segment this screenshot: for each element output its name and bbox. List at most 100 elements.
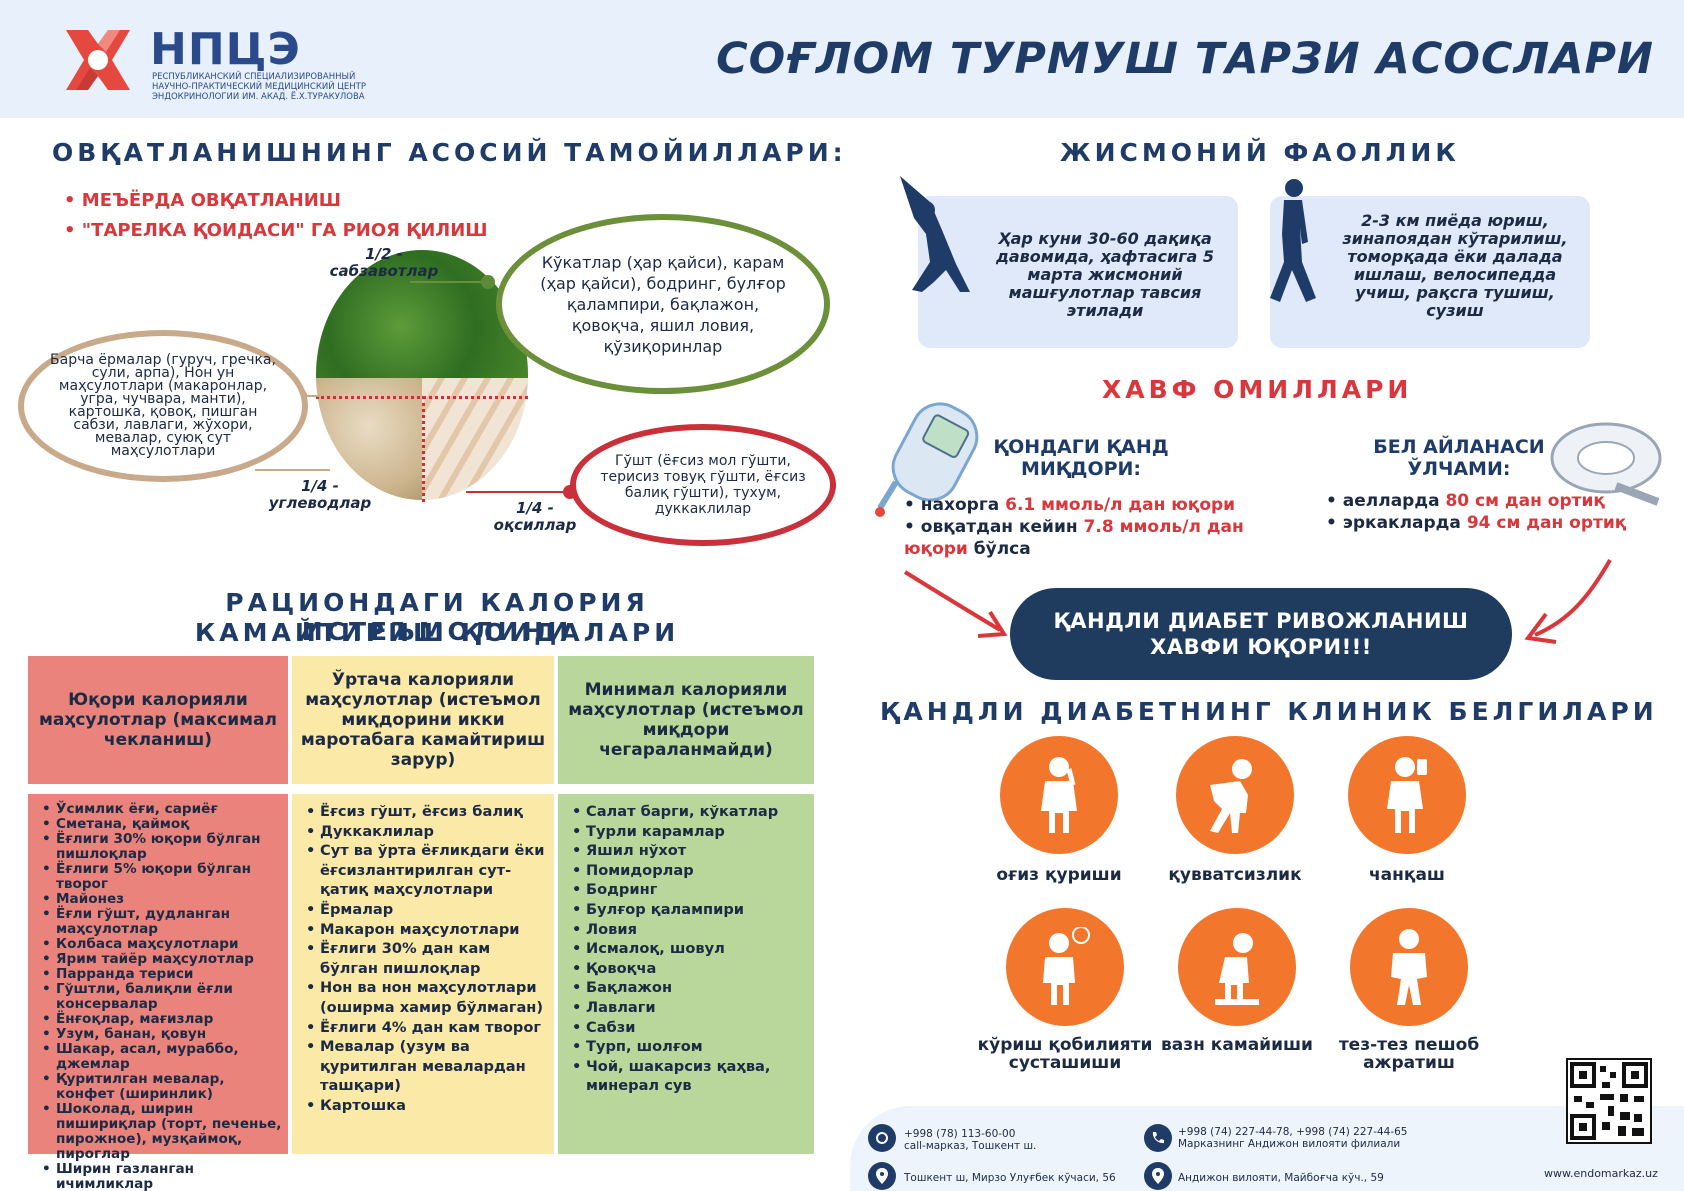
- glucose-fasting-label: нахорга: [920, 495, 1006, 515]
- symptom-vision: [1006, 908, 1124, 1026]
- calorie-list-item: Бодринг: [570, 880, 808, 900]
- waist-title: БЕЛ АЙЛАНАСИ ЎЛЧАМИ:: [1373, 436, 1545, 480]
- footer-phone-2-sub: Марказнинг Андижон вилояти филиали: [1178, 1138, 1401, 1150]
- thirst-icon: [1348, 736, 1466, 854]
- activity-types-text: 2-3 км пиёда юриш, зинапоядан кўтарилиш,…: [1342, 211, 1568, 320]
- protein-ellipse: Гўшт (ёғсиз мол гўшти, терисиз товуқ гўш…: [570, 424, 836, 546]
- calorie-list-item: Чой, шакарсиз қаҳва, минерал сув: [570, 1057, 808, 1096]
- frequent-urination-icon: [1350, 908, 1468, 1026]
- footer-phone-1-sub: call-марказ, Тошкент ш.: [904, 1140, 1037, 1152]
- calorie-list-item: Қуритилган мевалар, конфет (ширинлик): [40, 1072, 282, 1102]
- calorie-list-item: Ширин газланган ичимликлар: [40, 1162, 282, 1191]
- activity-title: ЖИСМОНИЙ ФАОЛЛИК: [1060, 138, 1460, 167]
- calorie-list-item: Узум, банан, қовун: [40, 1027, 282, 1043]
- calorie-list-item: Макарон маҳсулотлари: [304, 920, 548, 940]
- glucose-after-label: овқатдан кейин: [920, 517, 1084, 537]
- risk-title: ХАВФ ОМИЛЛАРИ: [1102, 375, 1413, 404]
- protein-text: Гўшт (ёғсиз мол гўшти, терисиз товуқ гўш…: [600, 453, 806, 517]
- waist-list: аелларда 80 см дан ортиқ эркакларда 94 с…: [1326, 490, 1656, 534]
- symptom-label: оғиз қуриши: [996, 865, 1122, 885]
- waist-men: эркакларда 94 см дан ортиқ: [1326, 512, 1656, 534]
- activity-box-frequency: [918, 196, 1238, 348]
- header-band: [0, 0, 1684, 118]
- calorie-list-item: Мевалар (узум ва қуритилган мевалардан т…: [304, 1037, 548, 1096]
- glucose-after-suffix: бўлса: [967, 539, 1031, 559]
- qr-code[interactable]: [1566, 1058, 1652, 1144]
- vegetables-ellipse: Кўкатлар (ҳар қайси), карам (ҳар қайси),…: [496, 214, 830, 394]
- footer-phone-2: +998 (74) 227-44-78, +998 (74) 227-44-65: [1178, 1126, 1408, 1138]
- calorie-list-item: Парранда териси: [40, 967, 282, 983]
- low-calorie-list: Салат барги, кўкатларТурли карамларЯшил …: [558, 794, 814, 1154]
- calorie-list-item: Сабзи: [570, 1018, 808, 1038]
- logo-name: НПЦЭ: [150, 24, 301, 75]
- symptom-label: кўриш қобилияти сусташиши: [977, 1035, 1153, 1073]
- calorie-list-item: Булғор қалампири: [570, 900, 808, 920]
- symptom-dry-mouth: [1000, 736, 1118, 854]
- logo-subtitle: Республиканский специализированный научн…: [152, 72, 366, 102]
- calorie-list-item: Турли карамлар: [570, 822, 808, 842]
- weight-loss-icon: [1178, 908, 1296, 1026]
- symptom-thirst: [1348, 736, 1466, 854]
- carbs-label: 1/4 - углеводлар: [268, 477, 372, 512]
- calorie-list-item: Ёғлиги 30% юқори бўлган пишлоқлар: [40, 832, 282, 862]
- high-calorie-header: Юқори калорияли маҳсулотлар (максимал че…: [28, 656, 288, 784]
- calorie-list-item: Ёғлиги 5% юқори бўлган творог: [40, 862, 282, 892]
- calorie-list-item: Бақлажон: [570, 978, 808, 998]
- plate-vegetables: [316, 250, 528, 378]
- low-calorie-header: Минимал калорияли маҳсулотлар (истеъмол …: [558, 656, 814, 784]
- calorie-list-item: Колбаса маҳсулотлари: [40, 937, 282, 953]
- calorie-list-item: Исмалоқ, шовул: [570, 939, 808, 959]
- nutrition-title: ОВҚАТЛАНИШНИНГ АСОСИЙ ТАМОЙИЛЛАРИ:: [52, 138, 847, 167]
- waist-women: аелларда 80 см дан ортиқ: [1326, 490, 1656, 512]
- footer-website[interactable]: www.endomarkaz.uz: [1544, 1167, 1658, 1180]
- page-title: СОҒЛОМ ТУРМУШ ТАРЗИ АСОСЛАРИ: [716, 34, 1654, 84]
- calorie-list-item: Салат барги, кўкатлар: [570, 802, 808, 822]
- carbs-ellipse: Барча ёрмалар (гуруч, гречка, сули, арпа…: [18, 330, 308, 482]
- footer-phone-1: +998 (78) 113-60-00: [904, 1128, 1016, 1140]
- waist-women-label: аелларда: [1342, 491, 1446, 511]
- symptom-label: тез-тез пешоб ажратиш: [1338, 1035, 1480, 1073]
- location-pin-icon: [868, 1162, 896, 1190]
- activity-box-types: [1270, 196, 1590, 348]
- calorie-list-item: Картошка: [304, 1096, 548, 1116]
- footer-address-2: Андижон вилояти, Майбоғча кўч., 59: [1178, 1172, 1384, 1184]
- nutrition-bullets: МЕЪЁРДА ОВҚАТЛАНИШ "ТАРЕЛКА ҚОИДАСИ" ГА …: [64, 186, 488, 246]
- protein-label: 1/4 - оқсиллар: [493, 499, 577, 534]
- diabetes-risk-banner: ҚАНДЛИ ДИАБЕТ РИВОЖЛАНИШ ХАВФИ ЮҚОРИ!!!: [1010, 588, 1512, 680]
- glucometer-icon: [872, 398, 992, 522]
- calorie-list-item: Шоколад, ширин пишириқлар (торт, печенье…: [40, 1102, 282, 1162]
- vegetables-text: Кўкатлар (ҳар қайси), карам (ҳар қайси),…: [540, 252, 786, 356]
- calorie-list-item: Ёғли гўшт, дудланган маҳсулотлар: [40, 907, 282, 937]
- calorie-list-item: Ёнғоқлар, мағизлар: [40, 1012, 282, 1028]
- calorie-list-item: Яшил нўхот: [570, 841, 808, 861]
- carbs-text: Барча ёрмалар (гуруч, гречка, сули, арпа…: [50, 352, 276, 459]
- calorie-list-item: Ловия: [570, 920, 808, 940]
- plate-divider: [422, 396, 425, 502]
- calorie-list-item: Нон ва нон маҳсулотлари (оширма хамир бў…: [304, 978, 548, 1017]
- calorie-list-item: Сут ва ўрта ёғликдаги ёки ёғсизлантирилг…: [304, 841, 548, 900]
- symptom-frequent-urination: [1350, 908, 1468, 1026]
- half-label: 1/2 - сабзавотлар: [329, 245, 439, 280]
- calorie-list-item: Ёғлиги 4% дан кам творог: [304, 1018, 548, 1038]
- activity-frequency-text: Ҳар куни 30-60 дақиқа давомида, ҳафтасиг…: [995, 229, 1215, 320]
- symptom-label: вазн камайиши: [1161, 1035, 1313, 1055]
- footer-band: [850, 1106, 1684, 1191]
- symptom-label: чанқаш: [1369, 865, 1445, 885]
- nutrition-bullet: "ТАРЕЛКА ҚОИДАСИ" ГА РИОЯ ҚИЛИШ: [64, 216, 488, 246]
- footer-address-1: Тошкент ш, Мирзо Улуғбек кўчаси, 56: [904, 1172, 1116, 1184]
- location-pin-icon: [1144, 1162, 1172, 1190]
- calorie-list-item: Ярим тайёр маҳсулотлар: [40, 952, 282, 968]
- calorie-list-item: Дуккаклилар: [304, 822, 548, 842]
- dry-mouth-icon: [1000, 736, 1118, 854]
- calorie-list-item: Турп, шолғом: [570, 1037, 808, 1057]
- calorie-list-item: Шакар, асал, мураббо, джемлар: [40, 1042, 282, 1072]
- call-center-icon: [868, 1124, 896, 1152]
- calories-title-2: КАМАЙТИРИШ ҚОИДАЛАРИ: [194, 618, 680, 647]
- glucose-title: ҚОНДАГИ ҚАНД МИҚДОРИ:: [993, 436, 1169, 480]
- symptom-label: қувватсизлик: [1168, 865, 1302, 885]
- calorie-list-item: Сметана, қаймоқ: [40, 817, 282, 833]
- logo-cross-icon: [58, 22, 138, 98]
- waist-men-label: эркакларда: [1342, 513, 1467, 533]
- calorie-list-item: Ёғлиги 30% дан кам бўлган пишлоқлар: [304, 939, 548, 978]
- waist-men-value: 94 см дан ортиқ: [1466, 513, 1627, 533]
